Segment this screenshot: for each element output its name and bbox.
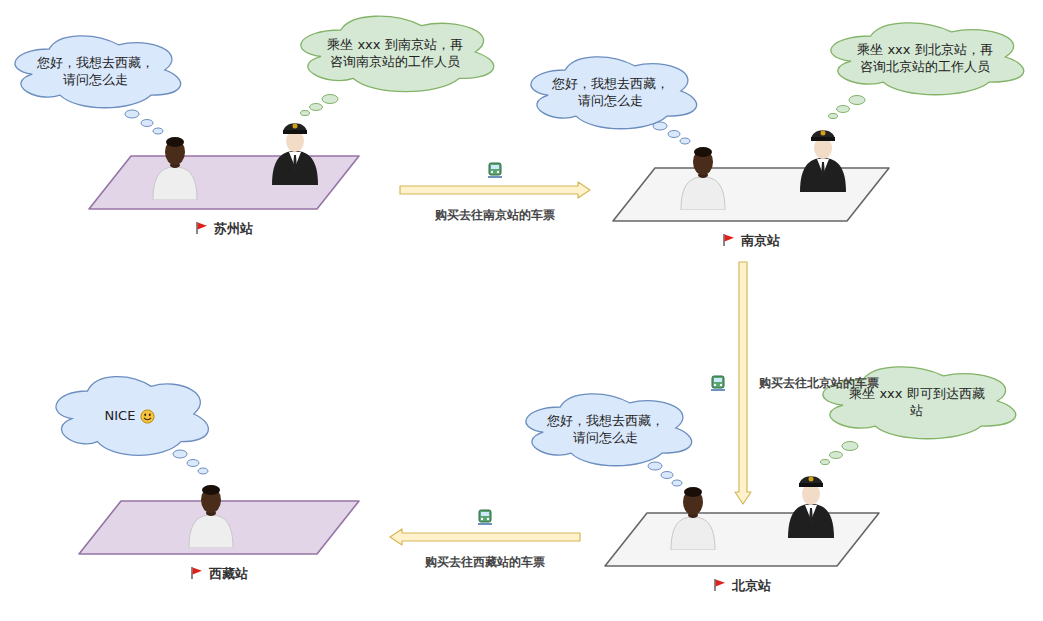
station-platform: 苏州站 [88,155,360,240]
cloud-text-line: 乘坐 xxx 即可到达西藏 站 [846,386,988,420]
passenger-figure [681,147,725,210]
staff-figure [800,130,846,192]
block-arrow-shape [390,529,580,545]
passenger-figure [671,487,715,550]
cloud-text-line: 乘坐 xxx 到南京站，再 咨询南京站的工作人员 [324,37,466,71]
thought-cloud: 您好，我想去西藏， 请问怎么走 [519,49,704,133]
ticket-icon [478,510,492,524]
platform-shape [604,512,880,567]
block-arrow-shape [400,182,590,198]
platform-shape [612,167,890,222]
station-platform: 南京站 [612,167,890,252]
thought-cloud: 乘坐 xxx 即可到达西藏 站 [809,359,1024,443]
flag-icon [713,578,726,592]
cloud-text-line: 您好，我想去西藏， 请问怎么走 [545,413,667,447]
edge-label-box: 购买去往西藏站的车票 [425,555,545,570]
cloud-text: NICE [105,404,156,425]
smiley-icon [140,409,155,424]
edge-label: 购买去往西藏站的车票 [425,555,545,569]
platform-shape [78,500,360,555]
ticket-icon [711,376,725,390]
station-name: 苏州站 [214,221,253,236]
flag-icon [722,233,735,247]
platform-shape [88,155,360,210]
station-label: 北京站 [604,577,880,594]
staff-figure [272,123,318,185]
passenger-figure [153,137,197,200]
flag-icon [190,566,203,580]
ticket-icon [488,163,502,177]
edge-label: 购买去往南京站的车票 [435,208,555,222]
cloud-text: 您好，我想去西藏， 请问怎么走 [34,51,156,89]
station-name: 西藏站 [209,566,248,581]
cloud-text: 乘坐 xxx 到南京站，再 咨询南京站的工作人员 [324,33,466,71]
block-arrow-shape [735,262,751,504]
thought-cloud: 您好，我想去西藏， 请问怎么走 [514,386,699,470]
cloud-text: 您好，我想去西藏， 请问怎么走 [545,409,667,447]
thought-cloud: 乘坐 xxx 到北京站，再 咨询北京站的工作人员 [817,15,1032,99]
transfer-arrow [400,182,590,198]
station-platform: 北京站 [604,512,880,597]
cloud-text: 乘坐 xxx 到北京站，再 咨询北京站的工作人员 [854,38,996,76]
station-label: 西藏站 [78,565,360,582]
station-name: 南京站 [741,233,780,248]
station-name: 北京站 [732,578,771,593]
staff-figure [788,476,834,538]
cloud-text-line: 您好，我想去西藏， 请问怎么走 [550,76,672,110]
cloud-text-line: NICE [105,408,136,425]
station-label: 南京站 [612,232,890,249]
thought-cloud: 乘坐 xxx 到南京站，再 咨询南京站的工作人员 [287,8,502,96]
passenger-figure [189,485,233,548]
thought-cloud: NICE [45,368,215,460]
station-label: 苏州站 [88,220,360,237]
transfer-arrow [390,529,580,545]
cloud-text-line: 您好，我想去西藏， 请问怎么走 [34,55,156,89]
edge-label-box: 购买去往南京站的车票 [435,208,555,223]
transfer-arrow [735,262,751,504]
cloud-text-line: 乘坐 xxx 到北京站，再 咨询北京站的工作人员 [854,42,996,76]
thought-cloud: 您好，我想去西藏， 请问怎么走 [3,28,188,112]
edge-label: 购买去往北京站的车票 [759,376,879,390]
station-platform: 西藏站 [78,500,360,585]
cloud-text: 您好，我想去西藏， 请问怎么走 [550,72,672,110]
edge-label-box: 购买去往北京站的车票 [759,376,879,391]
flag-icon [195,221,208,235]
